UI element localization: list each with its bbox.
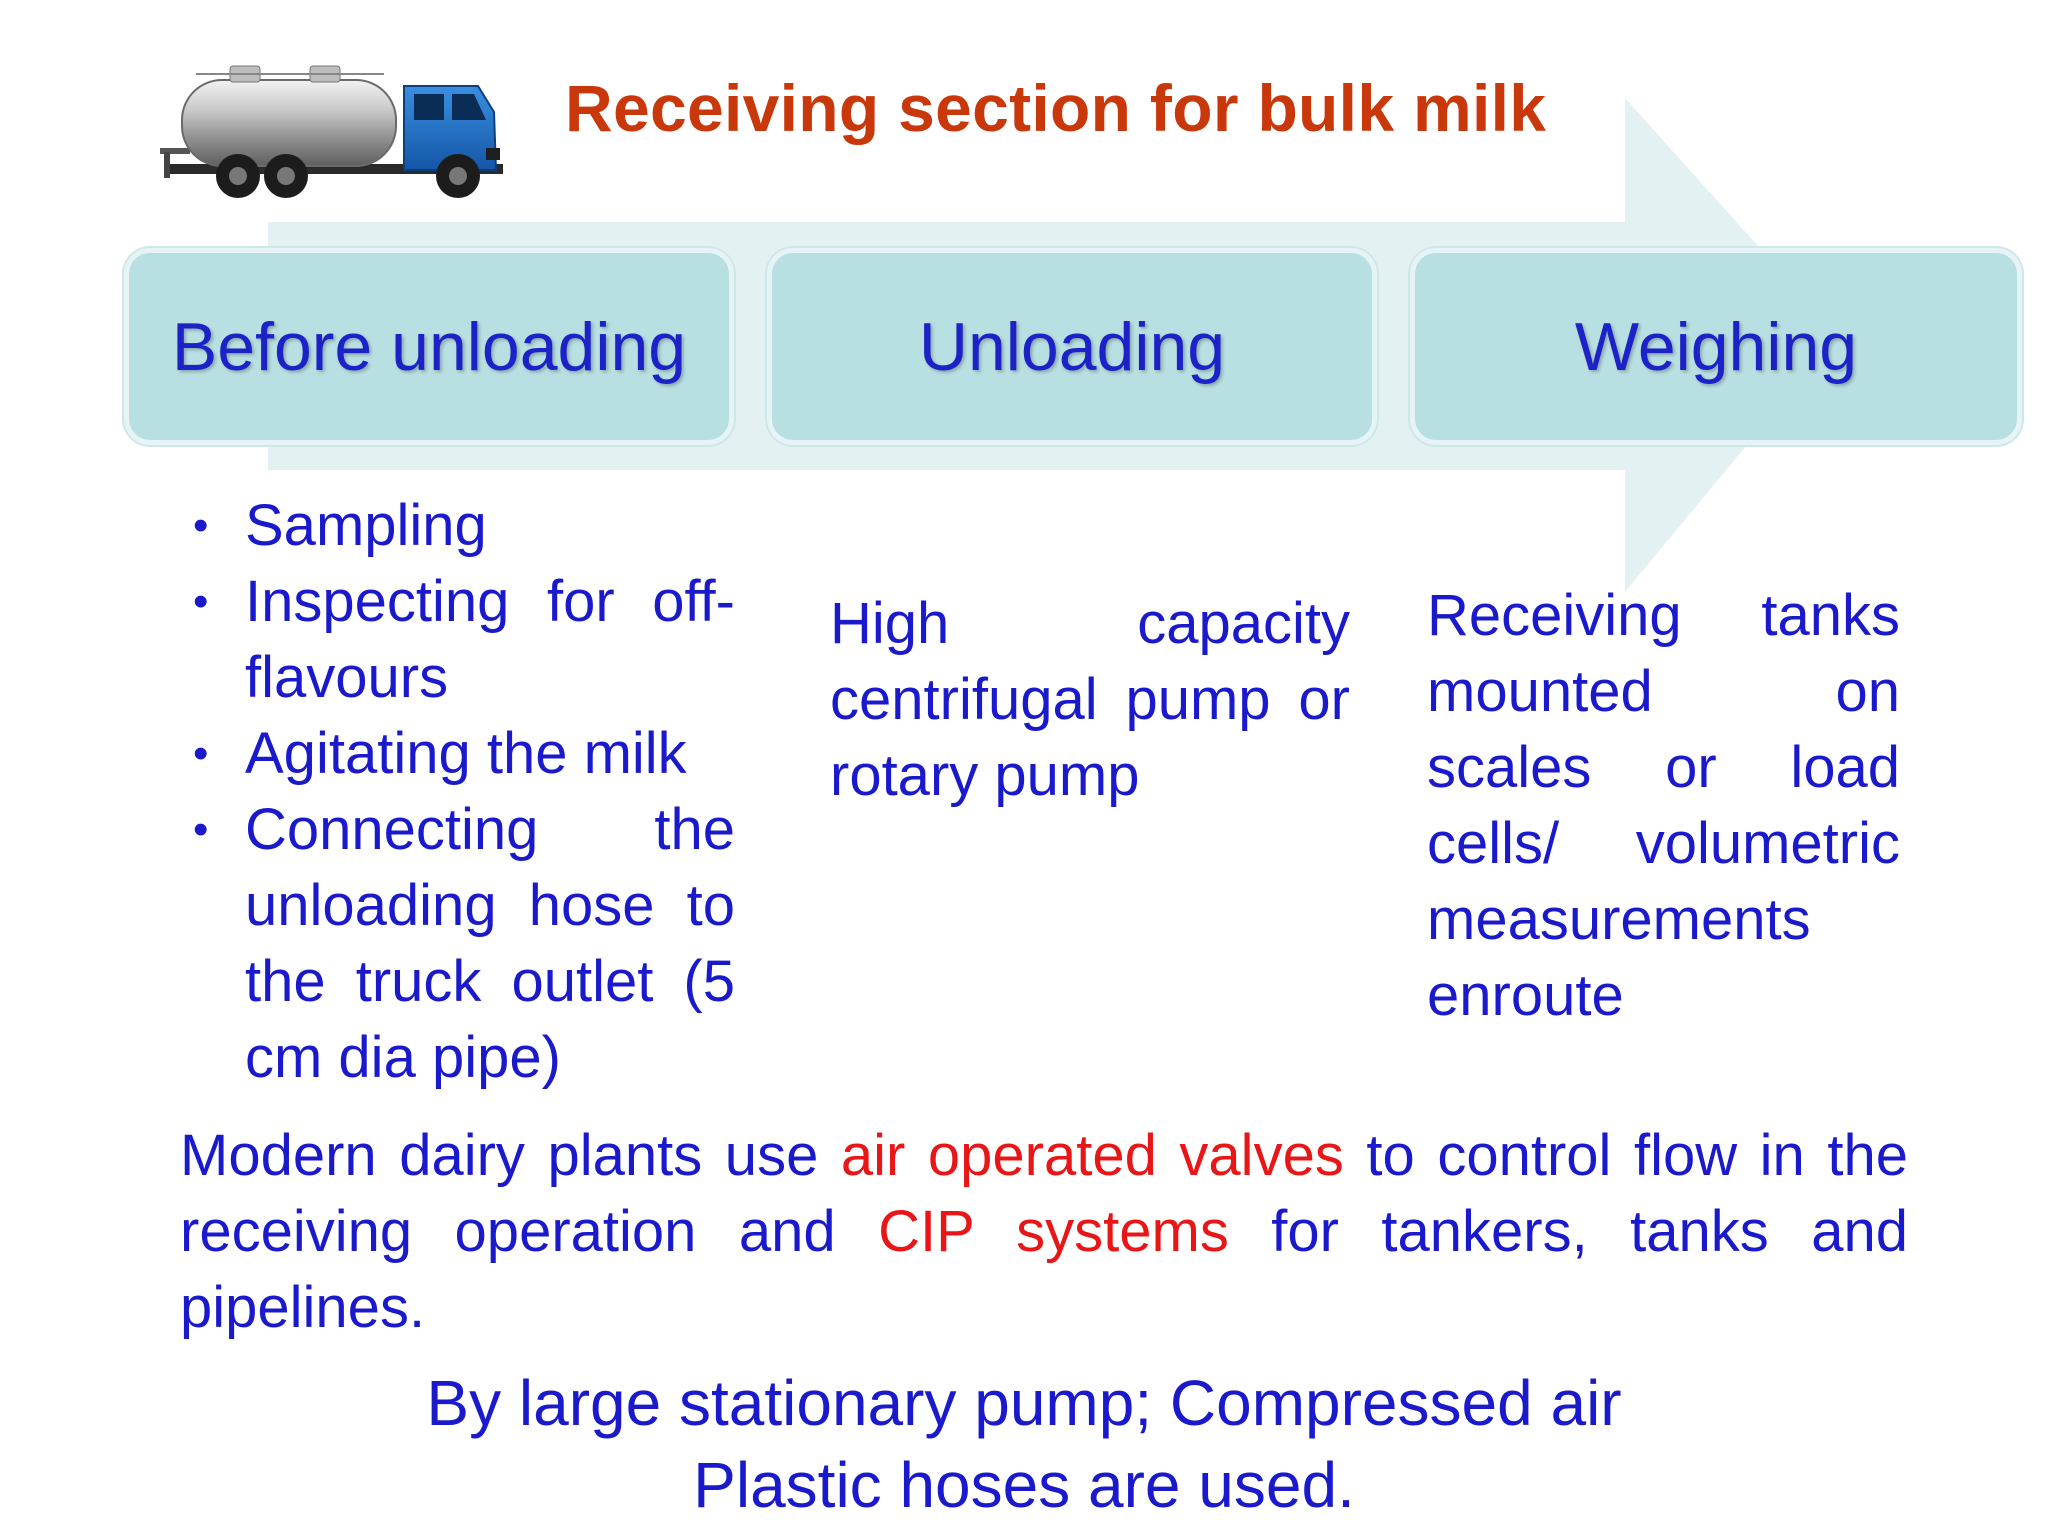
list-item-text: Connecting the unloading hose to the tru…: [245, 797, 735, 1090]
footer-line: By large stationary pump; Compressed air: [426, 1367, 1622, 1439]
stage-label: Weighing: [1574, 308, 1858, 385]
footer-line: Plastic hoses are used.: [693, 1449, 1355, 1521]
note-text: for tankers, tanks and pipelines.: [180, 1199, 1908, 1340]
bullet-icon: •: [193, 577, 209, 626]
footer-note: By large stationary pump; Compressed air…: [0, 1362, 2048, 1526]
bullet-icon: •: [193, 729, 209, 778]
stage-label: Unloading: [918, 308, 1226, 385]
bullet-icon: •: [193, 805, 209, 854]
list-item-text: Sampling: [245, 493, 487, 558]
note-text: to control flow in the receiving operati…: [180, 1123, 1908, 1264]
stage-label: Before unloading: [171, 308, 687, 385]
before-unloading-list: • Sampling • Inspecting for off-flavours •…: [185, 488, 735, 1096]
list-item-text: Inspecting for off-flavours: [245, 569, 735, 710]
milk-tanker-truck-icon: [160, 65, 503, 198]
unloading-description: High capacity centrifugal pump or rotary…: [830, 591, 1350, 808]
list-item: • Sampling: [185, 488, 735, 564]
stage-unloading: Unloading: [767, 248, 1377, 445]
list-item: • Inspecting for off-flavours: [185, 564, 735, 716]
note-text: Modern dairy plants use: [180, 1123, 841, 1188]
slide-title: Receiving section for bulk milk: [565, 71, 1547, 145]
weighing-description: Receiving tanks mounted on scales or loa…: [1427, 583, 1900, 1028]
list-item: • Agitating the milk: [185, 716, 735, 792]
list-item-text: Agitating the milk: [245, 721, 687, 786]
note-highlight: air operated valves: [840, 1123, 1344, 1188]
stage-before-unloading: Before unloading: [124, 248, 734, 445]
bullet-icon: •: [193, 501, 209, 550]
list-item: • Connecting the unloading hose to the tr…: [185, 792, 735, 1096]
stage-weighing: Weighing: [1410, 248, 2022, 445]
note-highlight: CIP systems: [878, 1199, 1229, 1264]
note-paragraph: Modern dairy plants use air operated val…: [180, 1118, 1908, 1346]
